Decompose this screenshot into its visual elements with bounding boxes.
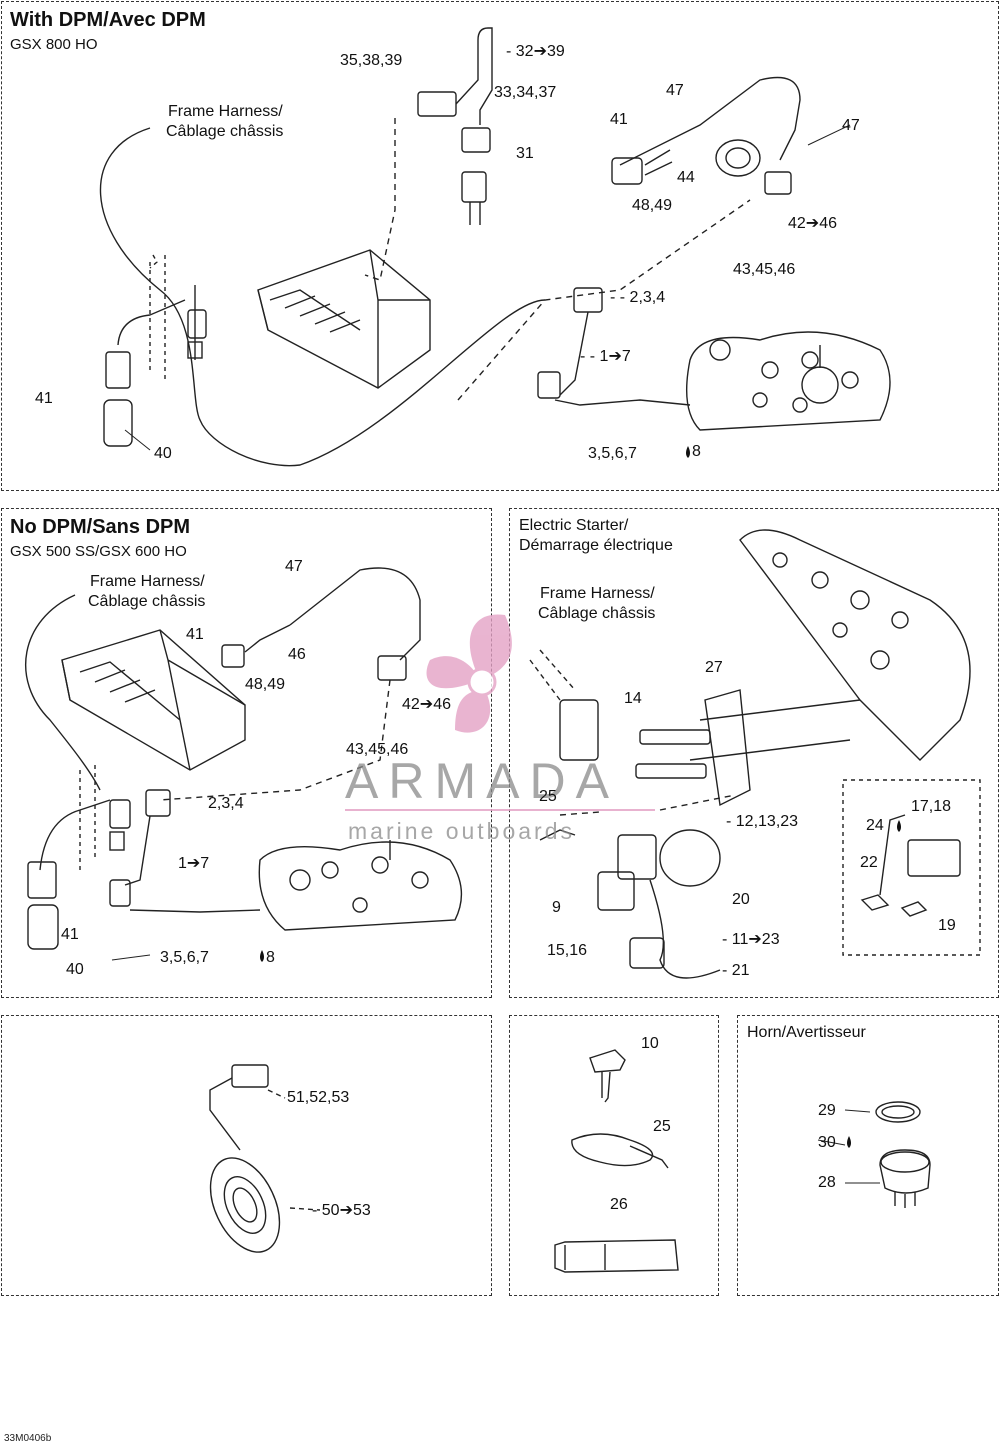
with-dpm-frame-harness-1: Frame Harness/ bbox=[168, 103, 283, 120]
no-dpm-callout-8: 8 bbox=[266, 949, 275, 966]
panel-horn bbox=[737, 1015, 999, 1296]
panel-hardware bbox=[509, 1015, 719, 1296]
callout-44: 44 bbox=[677, 169, 695, 186]
es-callout-9: 9 bbox=[552, 899, 561, 916]
es-callout-20: 20 bbox=[732, 891, 750, 908]
callout-43-45-46: 43,45,46 bbox=[733, 261, 796, 278]
es-frame-harness-1: Frame Harness/ bbox=[540, 585, 655, 602]
es-callout-25: 25 bbox=[539, 788, 557, 805]
panel-no-dpm bbox=[1, 508, 492, 998]
callout-32: - 32➔39 bbox=[506, 43, 565, 60]
horn-callout-28: 28 bbox=[818, 1174, 836, 1191]
callout-8: 8 bbox=[692, 443, 701, 460]
horn-callout-30: 30 bbox=[818, 1134, 836, 1151]
hardware-callout-26: 26 bbox=[610, 1196, 628, 1213]
es-callout-21: - 21 bbox=[722, 962, 750, 979]
es-callout-27: 27 bbox=[705, 659, 723, 676]
es-callout-15-16: 15,16 bbox=[547, 942, 588, 959]
no-dpm-frame-harness-1: Frame Harness/ bbox=[90, 573, 205, 590]
no-dpm-callout-40: 40 bbox=[66, 961, 84, 978]
no-dpm-frame-harness-2: Câblage châssis bbox=[88, 593, 206, 610]
no-dpm-callout-43-45-46: 43,45,46 bbox=[346, 741, 409, 758]
panel-electric-starter bbox=[509, 508, 999, 998]
no-dpm-callout-41b: 41 bbox=[61, 926, 79, 943]
callout-41b: 41 bbox=[35, 390, 53, 407]
ecu-box-top bbox=[257, 249, 431, 389]
hardware-callout-25: 25 bbox=[653, 1118, 671, 1135]
es-callout-11-23: - 11➔23 bbox=[722, 931, 780, 948]
es-callout-19: 19 bbox=[938, 917, 956, 934]
es-callout-17-18: 17,18 bbox=[911, 798, 952, 815]
with-dpm-title: With DPM/Avec DPM bbox=[10, 9, 206, 31]
figure-code: 33M0406b bbox=[4, 1433, 52, 1444]
callout-40: 40 bbox=[154, 445, 172, 462]
no-dpm-title: No DPM/Sans DPM bbox=[10, 516, 191, 538]
es-callout-24: 24 bbox=[866, 817, 884, 834]
es-callout-22: 22 bbox=[860, 854, 878, 871]
no-dpm-callout-48-49: 48,49 bbox=[245, 676, 286, 693]
no-dpm-callout-46: 46 bbox=[288, 646, 306, 663]
horn-title: Horn/Avertisseur bbox=[747, 1024, 866, 1041]
panel-sensor bbox=[1, 1015, 492, 1296]
watermark-tagline: marine outboards bbox=[348, 818, 575, 844]
watermark-brand: ARMADA bbox=[345, 753, 619, 809]
callout-42-46: 42➔46 bbox=[788, 215, 837, 232]
no-dpm-callout-1-7: 1➔7 bbox=[178, 855, 210, 872]
with-dpm-frame-harness-2: Câblage châssis bbox=[166, 123, 284, 140]
sensor-callout-50-53: - 50➔53 bbox=[312, 1202, 371, 1219]
watermark-propeller-icon bbox=[426, 614, 512, 733]
panel-with-dpm bbox=[1, 1, 999, 491]
es-frame-harness-2: Câblage châssis bbox=[538, 605, 656, 622]
callout-1-7: - - 1➔7 bbox=[580, 348, 631, 365]
electric-starter-title-2: Démarrage électrique bbox=[519, 537, 673, 554]
no-dpm-callout-41: 41 bbox=[186, 626, 204, 643]
callout-47b: 47 bbox=[842, 117, 860, 134]
no-dpm-callout-42-46: 42➔46 bbox=[402, 696, 451, 713]
no-dpm-callout-3-5-6-7: 3,5,6,7 bbox=[160, 949, 209, 966]
callout-47a: 47 bbox=[666, 82, 684, 99]
callout-2-3-4: - - 2,3,4 bbox=[610, 289, 666, 306]
electric-starter-title-1: Electric Starter/ bbox=[519, 517, 629, 534]
hardware-callout-10: 10 bbox=[641, 1035, 659, 1052]
no-dpm-model: GSX 500 SS/GSX 600 HO bbox=[10, 543, 187, 560]
with-dpm-model: GSX 800 HO bbox=[10, 36, 98, 53]
es-callout-14: 14 bbox=[624, 690, 642, 707]
horn-callout-29: 29 bbox=[818, 1102, 836, 1119]
callout-35: 35,38,39 bbox=[340, 52, 403, 69]
es-callout-12-13-23: - 12,13,23 bbox=[726, 813, 799, 830]
callout-48-49: 48,49 bbox=[632, 197, 673, 214]
callout-3-5-6-7: 3,5,6,7 bbox=[588, 445, 637, 462]
callout-31: 31 bbox=[516, 145, 534, 162]
callout-33: 33,34,37 bbox=[494, 84, 557, 101]
no-dpm-callout-47: 47 bbox=[285, 558, 303, 575]
callout-41: 41 bbox=[610, 111, 628, 128]
sensor-callout-51-52-53: 51,52,53 bbox=[287, 1089, 350, 1106]
no-dpm-callout-2-3-4: 2,3,4 bbox=[208, 795, 244, 812]
